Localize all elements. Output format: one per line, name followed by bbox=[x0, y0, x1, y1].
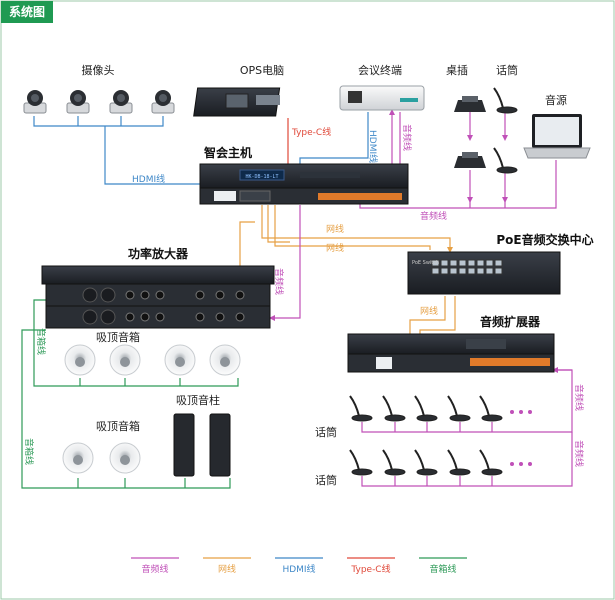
legend-label: 音箱线 bbox=[429, 563, 456, 575]
ops-label: OPS电脑 bbox=[240, 64, 284, 77]
label-network-2: 网线 bbox=[326, 242, 344, 254]
camera-label: 摄像头 bbox=[82, 63, 115, 77]
camera-1 bbox=[23, 90, 47, 114]
camera-group: 摄像头 bbox=[23, 63, 175, 114]
title-tab: 系统图 bbox=[1, 1, 53, 23]
desk-socket-2 bbox=[454, 152, 486, 168]
ceiling-speaker-4 bbox=[209, 344, 241, 376]
audio-expander: 音频扩展器 bbox=[347, 314, 555, 373]
title-bg bbox=[1, 1, 53, 23]
legend-item: Type-C线 bbox=[347, 557, 395, 575]
label-hdmi: HDMI线 bbox=[132, 173, 165, 185]
mic-row-1-label: 话筒 bbox=[315, 425, 337, 439]
mic-row-2: 话筒 bbox=[315, 449, 532, 487]
ceiling-speaker-a-label: 吸顶音箱 bbox=[96, 330, 140, 344]
ceiling-speaker-row-a: 吸顶音箱 bbox=[64, 330, 241, 376]
label-hdmi-terminal: HDMI线 bbox=[367, 130, 379, 163]
ceiling-speaker-6 bbox=[109, 442, 141, 474]
mic-label: 话筒 bbox=[496, 63, 518, 77]
poe-switch-label: PoE音频交换中心 bbox=[496, 232, 593, 247]
amp-audio-cable bbox=[269, 205, 301, 321]
legend-item: 音频线 bbox=[131, 557, 179, 575]
legend-label: 音频线 bbox=[141, 563, 168, 575]
mic-row-2-label: 话筒 bbox=[315, 473, 337, 487]
column-speaker-1 bbox=[173, 413, 195, 477]
label-audio-exp: 音频线 bbox=[573, 384, 585, 411]
meeting-terminal: 会议终端 bbox=[339, 63, 425, 111]
cable-labels: HDMI线 Type-C线 HDMI线 音频线 音频线 网线 网线 网线 音频线… bbox=[23, 124, 585, 467]
legend-item: 网线 bbox=[203, 557, 251, 575]
audio-expander-label: 音频扩展器 bbox=[480, 314, 541, 329]
desk-socket-1 bbox=[454, 96, 486, 112]
legend-item: HDMI线 bbox=[275, 557, 323, 575]
amplifier-label: 功率放大器 bbox=[128, 246, 189, 261]
label-speaker-2: 音箱线 bbox=[23, 438, 35, 465]
column-speaker-group: 吸顶音柱 bbox=[173, 393, 231, 477]
desk-mic-2 bbox=[493, 147, 518, 174]
column-speaker-2 bbox=[209, 413, 231, 477]
legend-label: 网线 bbox=[218, 563, 236, 575]
ceiling-speaker-1 bbox=[64, 344, 96, 376]
column-speaker-label: 吸顶音柱 bbox=[176, 393, 220, 407]
page-title: 系统图 bbox=[9, 4, 45, 19]
ceiling-speaker-row-b: 吸顶音箱 bbox=[62, 419, 141, 474]
label-network-3: 网线 bbox=[420, 305, 438, 317]
poe-brand: PoE Switch bbox=[412, 260, 439, 266]
label-audio-exp2: 音频线 bbox=[573, 440, 585, 467]
camera-3 bbox=[109, 90, 133, 114]
label-typec: Type-C线 bbox=[291, 126, 331, 138]
label-audio-amp: 音频线 bbox=[273, 268, 285, 295]
label-network-1: 网线 bbox=[326, 223, 344, 235]
audio-source-laptop: 音源 bbox=[523, 93, 591, 159]
label-audio-main: 音频线 bbox=[420, 210, 447, 222]
camera-2 bbox=[66, 90, 90, 114]
poe-switch: PoE Switch PoE音频交换中心 bbox=[407, 232, 594, 295]
legend-item: 音箱线 bbox=[419, 557, 467, 575]
ceiling-speaker-5 bbox=[62, 442, 94, 474]
ceiling-speaker-b-label: 吸顶音箱 bbox=[96, 419, 140, 433]
label-audio-terminal: 音频线 bbox=[401, 124, 413, 151]
ops-computer: OPS电脑 bbox=[193, 64, 284, 117]
camera-4 bbox=[151, 90, 175, 114]
amplifier-unit: 功率放大器 bbox=[41, 246, 275, 329]
host-unit: HK-DB-18-LT 智会主机 bbox=[199, 145, 409, 205]
ceiling-speaker-2 bbox=[109, 344, 141, 376]
ceiling-speaker-3 bbox=[164, 344, 196, 376]
desk-socket-label: 桌插 bbox=[446, 63, 468, 77]
desk-mic-group: 话筒 bbox=[493, 63, 518, 174]
legend: 音频线 网线 HDMI线 Type-C线 音箱线 bbox=[131, 557, 467, 575]
terminal-label: 会议终端 bbox=[358, 63, 402, 77]
expander-audio-cables bbox=[361, 367, 573, 487]
host-label: 智会主机 bbox=[203, 145, 252, 160]
desk-mic-1 bbox=[493, 87, 518, 114]
speaker-cables bbox=[21, 299, 239, 489]
audio-source-label: 音源 bbox=[545, 93, 567, 107]
mic-row-1: 话筒 bbox=[315, 395, 532, 439]
label-speaker-1: 音箱线 bbox=[35, 328, 47, 355]
desk-socket-group: 桌插 bbox=[446, 63, 486, 168]
legend-label: Type-C线 bbox=[350, 563, 390, 575]
host-display: HK-DB-18-LT bbox=[245, 174, 278, 180]
legend-label: HDMI线 bbox=[282, 563, 315, 575]
